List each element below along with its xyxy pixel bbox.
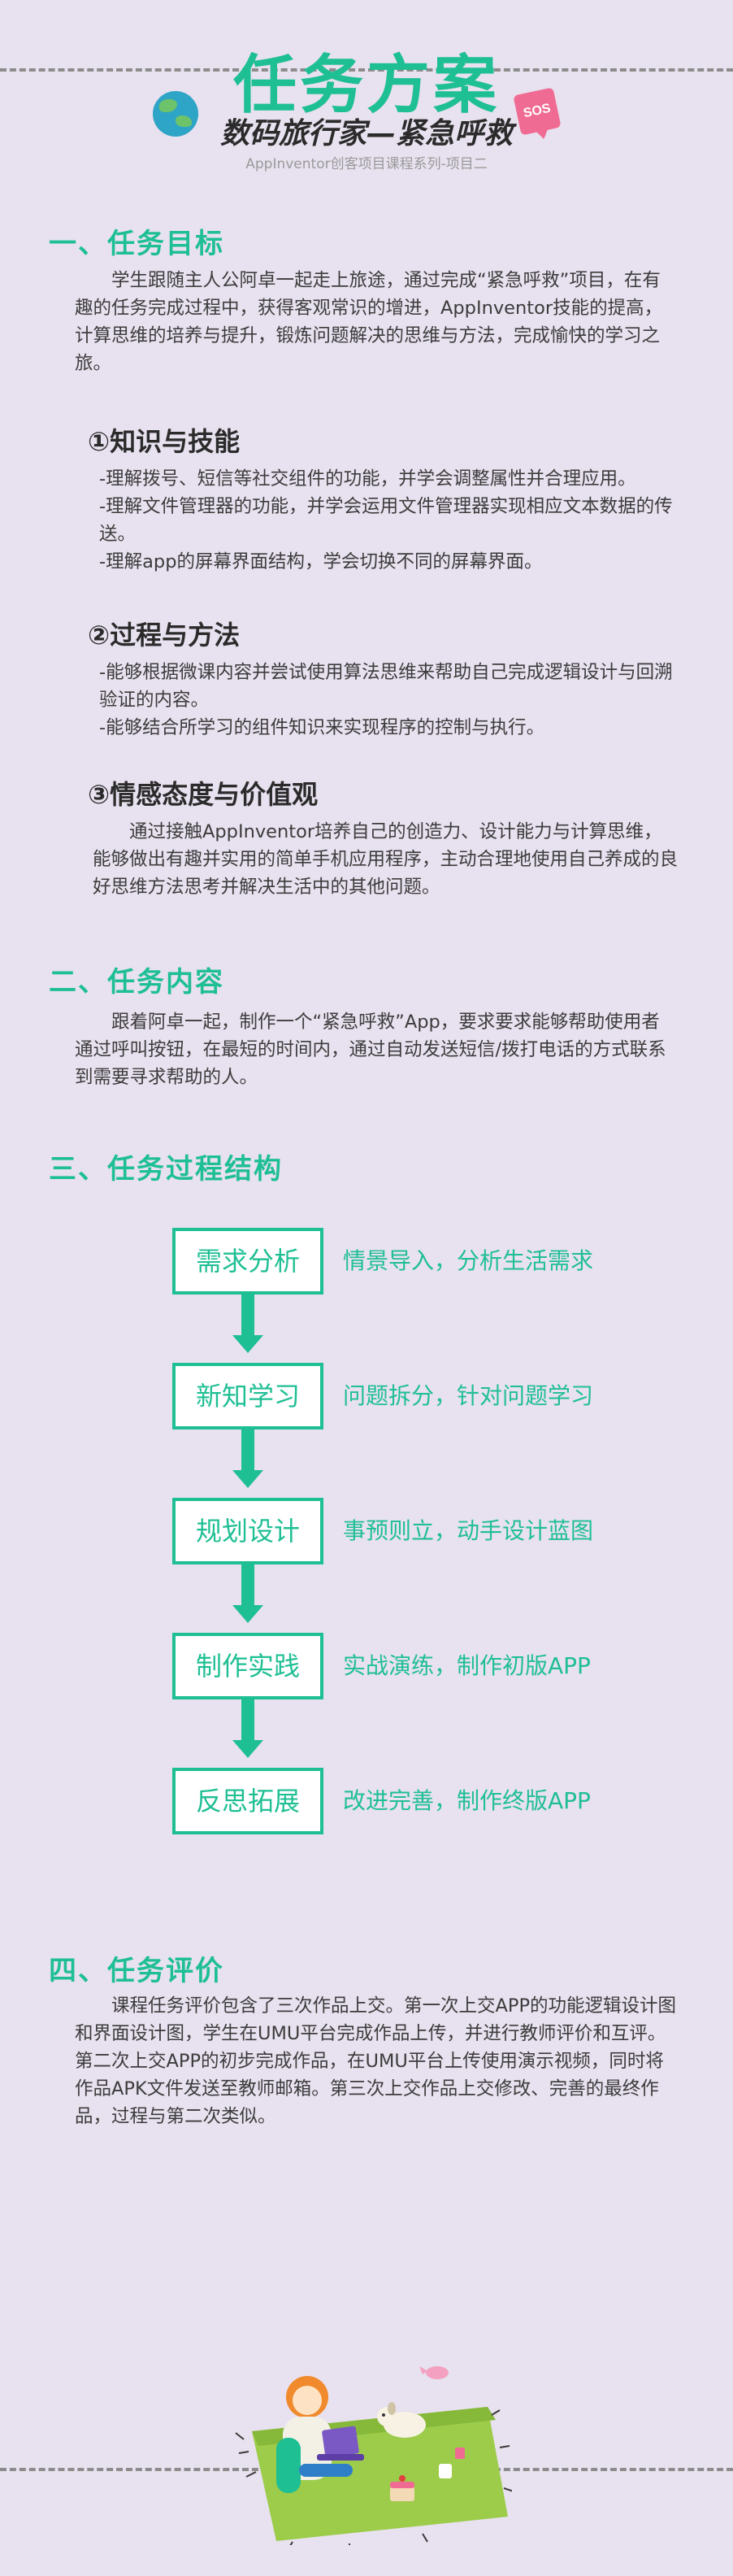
flow-step-desc: 改进完善，制作终版APP xyxy=(343,1787,591,1814)
top-divider xyxy=(0,68,733,72)
goals-intro-text: 学生跟随主人公阿卓一起走上旅途，通过完成“紧急呼救”项目，在有趣的任务完成过程中… xyxy=(75,270,663,374)
section-heading-evaluation: 四、任务评价 xyxy=(49,1955,224,1987)
list-item: -理解拨号、短信等社交组件的功能，并学会调整属性并合理应用。 xyxy=(99,468,636,490)
section-heading-structure: 三、任务过程结构 xyxy=(49,1153,283,1186)
page-subtitle: 数码旅行家—紧急呼救 xyxy=(219,117,513,150)
attitude-para: 通过接触AppInventor培养自己的创造力、设计能力与计算思维，能够做出有趣… xyxy=(93,818,678,901)
list-item: -能够结合所学习的组件知识来实现程序的控制与执行。 xyxy=(99,717,545,738)
arrow-down-icon xyxy=(232,1335,263,1353)
flow-arrow xyxy=(241,1295,254,1337)
page-title: 任务方案 xyxy=(232,49,500,122)
list-item: -理解app的屏幕界面结构，学会切换不同的屏幕界面。 xyxy=(99,551,543,572)
section-heading-content: 二、任务内容 xyxy=(49,966,224,999)
arrow-down-icon xyxy=(232,1740,263,1758)
globe-icon xyxy=(153,91,198,137)
flow-step-desc: 问题拆分，针对问题学习 xyxy=(343,1382,594,1409)
evaluation-para: 课程任务评价包含了三次作品上交。第一次上交APP的功能逻辑设计图和界面设计图，学… xyxy=(75,1992,678,2130)
subheading-process: ②过程与方法 xyxy=(88,620,241,651)
flow-step-desc: 情景导入，分析生活需求 xyxy=(343,1247,594,1274)
picnic-illustration xyxy=(235,2366,512,2545)
list-item: -能够根据微课内容并尝试使用算法思维来帮助自己完成逻辑设计与回溯验证的内容。 xyxy=(99,662,673,711)
arrow-down-icon xyxy=(232,1605,263,1623)
subheading-attitude: ③情感态度与价值观 xyxy=(88,779,319,810)
arrow-down-icon xyxy=(232,1470,263,1488)
goals-intro: 学生跟随主人公阿卓一起走上旅途，通过完成“紧急呼救”项目，在有趣的任务完成过程中… xyxy=(75,267,678,377)
content-text: 跟着阿卓一起，制作一个“紧急呼救”App，要求要求能够帮助使用者通过呼叫按钮，在… xyxy=(75,1012,666,1088)
sos-icon: SOS xyxy=(513,87,562,136)
flow-step-box: 规划设计 xyxy=(172,1498,323,1564)
flow-step-box: 反思拓展 xyxy=(172,1768,323,1834)
flow-step-box: 制作实践 xyxy=(172,1633,323,1699)
flow-arrow xyxy=(241,1564,254,1607)
knowledge-list: -理解拨号、短信等社交组件的功能，并学会调整属性并合理应用。 -理解文件管理器的… xyxy=(99,465,678,576)
evaluation-text: 课程任务评价包含了三次作品上交。第一次上交APP的功能逻辑设计图和界面设计图，学… xyxy=(75,1995,677,2127)
content-para: 跟着阿卓一起，制作一个“紧急呼救”App，要求要求能够帮助使用者通过呼叫按钮，在… xyxy=(75,1008,678,1091)
subheading-knowledge: ①知识与技能 xyxy=(88,426,241,457)
flow-step-desc: 实战演练，制作初版APP xyxy=(343,1652,591,1679)
flow-step-box: 新知学习 xyxy=(172,1363,323,1429)
flow-step-box: 需求分析 xyxy=(172,1228,323,1295)
flow-arrow xyxy=(241,1699,254,1742)
course-series: AppInventor创客项目课程系列-项目二 xyxy=(245,156,488,172)
attitude-text: 通过接触AppInventor培养自己的创造力、设计能力与计算思维，能够做出有趣… xyxy=(93,821,679,898)
list-item: -理解文件管理器的功能，并学会运用文件管理器实现相应文本数据的传送。 xyxy=(99,496,673,545)
section-heading-goals: 一、任务目标 xyxy=(49,228,224,260)
process-list: -能够根据微课内容并尝试使用算法思维来帮助自己完成逻辑设计与回溯验证的内容。 -… xyxy=(99,659,678,742)
flow-step-desc: 事预则立，动手设计蓝图 xyxy=(343,1517,594,1544)
flow-arrow xyxy=(241,1429,254,1472)
